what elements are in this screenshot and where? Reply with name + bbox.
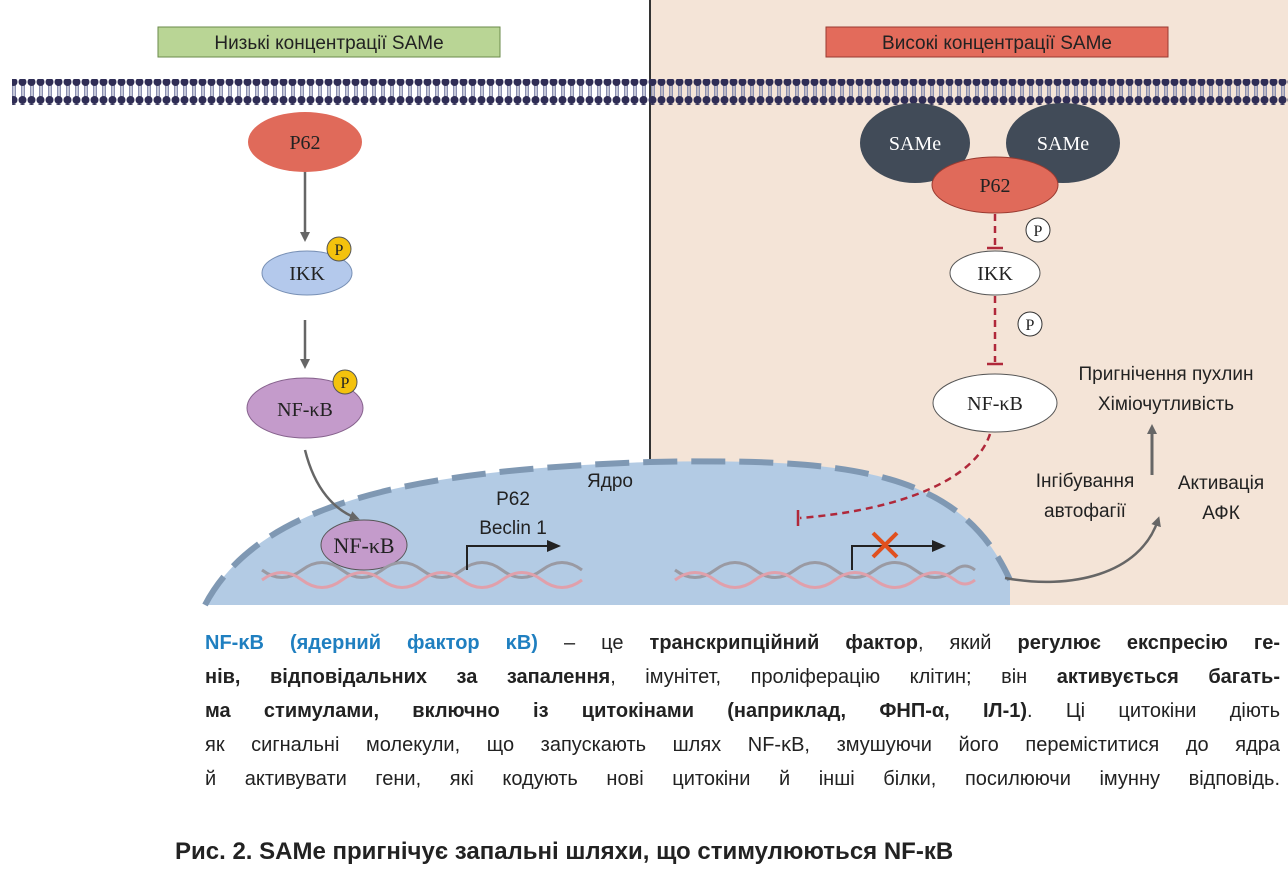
paragraph-line: NF-κB (ядерний фактор κB) – це транскрип…: [205, 628, 1280, 662]
svg-text:P: P: [341, 375, 350, 392]
nfkb-node: NF-κB: [246, 377, 364, 439]
p62-node: P62: [248, 112, 362, 172]
arrow-nfkb-nucleus: [303, 449, 360, 521]
nfkb-inactive-node: NF-κB: [932, 373, 1058, 433]
nfkb-nuclear-node: NF-κB: [320, 519, 408, 571]
svg-text:P: P: [1034, 223, 1043, 240]
inhibition-nfkb-nucleus: [796, 433, 992, 526]
nucleus: [202, 458, 1013, 607]
text-span: , який: [917, 632, 1018, 654]
dna-strand: [261, 561, 583, 589]
paragraph-line: ма стимулами, включно із цитокінами (нап…: [205, 696, 1280, 730]
svg-text:IKK: IKK: [977, 263, 1013, 285]
nucleus-label: Ядро: [587, 471, 633, 492]
bold-span: транскрипційний фактор: [649, 632, 918, 654]
svg-text:P: P: [1026, 317, 1035, 334]
text-span: – це: [537, 632, 650, 654]
ikk-inactive-node: IKK: [949, 250, 1041, 296]
outcome-tumor-suppression: Пригнічення пухлин: [1079, 364, 1254, 385]
bold-span: нів, відповідальних за запалення: [205, 666, 611, 688]
bold-span: ма стимулами, включно із цитокінами (нап…: [205, 700, 1028, 722]
figure-caption: Рис. 2. SAMe пригнічує запальні шляхи, щ…: [175, 838, 954, 865]
svg-text:SAMe: SAMe: [889, 133, 941, 155]
bold-span: регулює експресію ге-: [1017, 632, 1280, 654]
p62-bound-node: P62: [931, 156, 1059, 214]
nfkb-description: NF-κB (ядерний фактор κB) – це транскрип…: [205, 628, 1280, 798]
dna-strand: [674, 561, 976, 589]
arrow-to-outcomes: [1004, 516, 1161, 584]
high-same-label: Високі концентрації SAMe: [825, 26, 1169, 58]
inhibition-p62-ikk: [987, 214, 1003, 250]
svg-text:NF-κB: NF-κB: [333, 533, 394, 558]
inhibition-ikk-nfkb: [987, 296, 1003, 366]
phospho-badge: P: [1025, 217, 1051, 243]
gene-label-p62: P62: [496, 489, 530, 510]
svg-text:NF-κB: NF-κB: [967, 393, 1023, 415]
svg-text:P62: P62: [289, 132, 320, 154]
transcription-arrow: [466, 540, 561, 570]
bold-span: активується багать-: [1056, 666, 1281, 688]
paragraph-line: нів, відповідальних за запалення, імуніт…: [205, 662, 1280, 696]
svg-text:NF-κB: NF-κB: [277, 399, 333, 421]
outcome-chemosensitivity: Хіміочутливість: [1098, 394, 1234, 415]
svg-text:Високі концентрації SAMe: Високі концентрації SAMe: [882, 33, 1112, 54]
low-same-label: Низькі концентрації SAMe: [157, 26, 501, 58]
blocked-transcription-arrow: [851, 540, 946, 570]
cell-membrane: [12, 79, 1288, 105]
phospho-badge: P: [326, 236, 352, 262]
paragraph-line: як сигнальні молекули, що запускають шля…: [205, 734, 1280, 756]
text-span: , імунітет, проліферацію клітин; він: [610, 666, 1057, 688]
ros-label: Активація: [1178, 473, 1264, 494]
svg-text:P: P: [335, 242, 344, 259]
ros-label: АФК: [1202, 503, 1240, 524]
svg-text:SAMe: SAMe: [1037, 133, 1089, 155]
blocked-cross-icon: [871, 531, 899, 559]
text-span: . Ці цитокіни діють: [1027, 700, 1280, 722]
svg-text:IKK: IKK: [289, 263, 325, 285]
pathway-diagram: Низькі концентрації SAMe Високі концентр…: [12, 0, 1288, 607]
paragraph-line: й активувати гени, які кодують нові цито…: [205, 768, 1280, 790]
same-left-node: SAMe: [860, 103, 970, 183]
phospho-badge: P: [332, 369, 358, 395]
autophagy-label: Інгібування: [1036, 471, 1135, 492]
ikk-node: IKK: [261, 250, 353, 296]
svg-text:P62: P62: [979, 175, 1010, 197]
svg-text:Низькі концентрації SAMe: Низькі концентрації SAMe: [214, 33, 443, 54]
autophagy-label: автофагії: [1044, 501, 1127, 522]
gene-label-beclin: Beclin 1: [479, 518, 547, 539]
term-highlight: NF-κB (ядерний фактор κB): [205, 632, 538, 654]
phospho-badge: P: [1017, 311, 1043, 337]
